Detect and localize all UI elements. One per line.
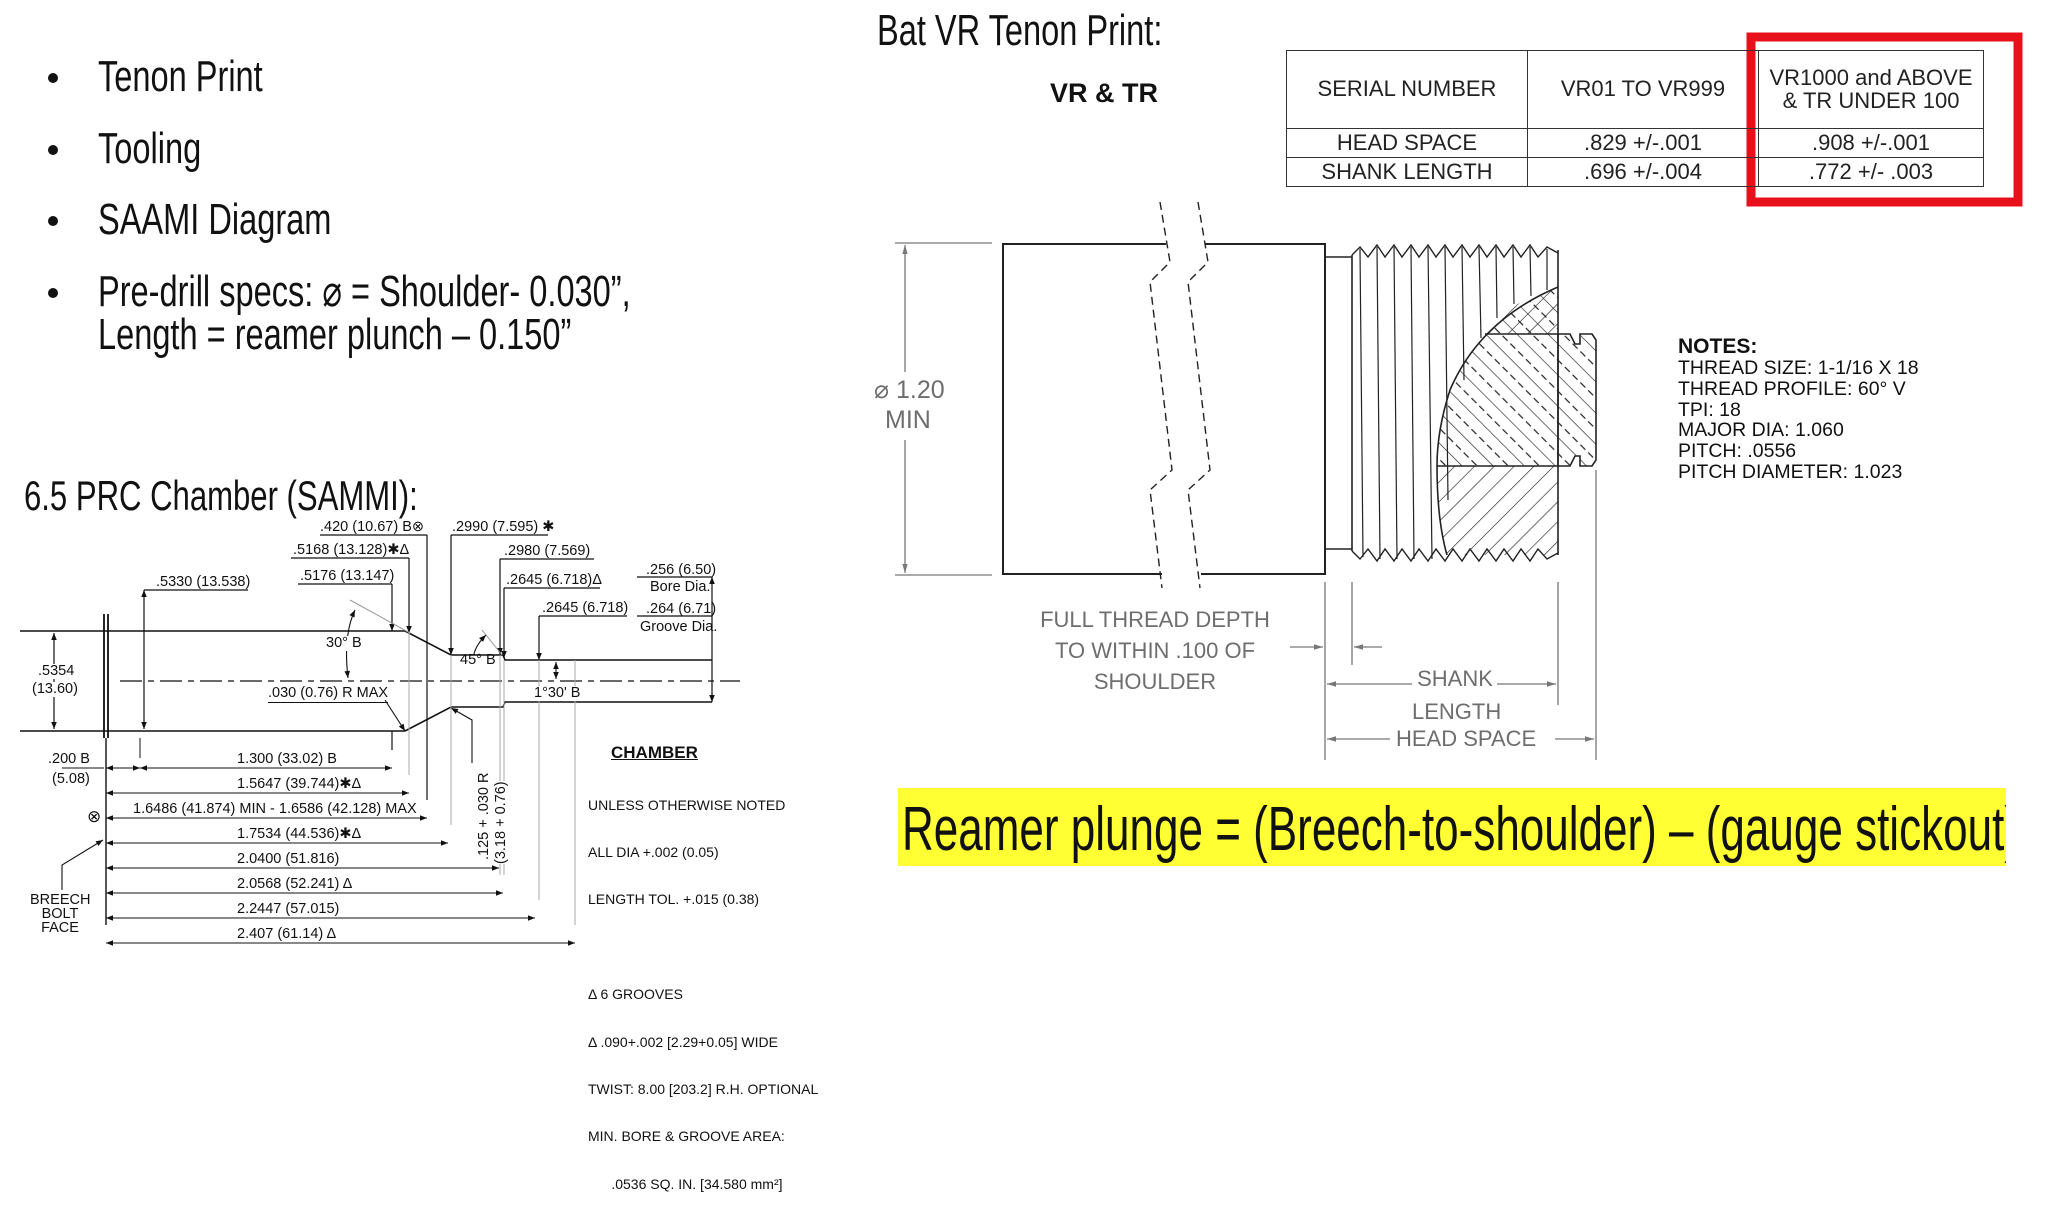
shank-length-dim: SHANK LENGTH [1412,662,1502,728]
bore-dia-value: .256 (6.50) [646,562,717,578]
note-line [588,940,818,956]
tenon-title: Bat VR Tenon Print: [877,6,1163,55]
dim-17534: 1.7534 (44.536)✱Δ [236,826,363,842]
note-line: ALL DIA +.002 (0.05) [588,843,719,860]
header-vr01-vr999: VR01 TO VR999 [1527,50,1759,129]
reamer-plunge-banner: Reamer plunge = (Breech-to-shoulder) – (… [898,788,2006,866]
angle-1-30: 1°30' B [534,685,581,701]
dim-20400: 2.0400 (51.816) [236,851,341,867]
header-vr1000: VR1000 and ABOVE & TR UNDER 100 [1758,50,1984,129]
note-line: FULL THREAD DEPTH [1040,607,1270,632]
callout-2980: .2980 (7.569) [504,543,591,559]
bullet-predrill-line1: Pre-drill specs: ⌀ = Shoulder- 0.030”, [98,267,631,316]
breech-line: BREECH [30,892,91,908]
cell: .829 +/-.001 [1527,128,1759,158]
label-line: LENGTH [1412,699,1502,724]
rim-metric: (5.08) [52,771,90,787]
bullet-dot [48,288,58,298]
throat-radius: .125 + .030 R [476,772,492,860]
radius-callout: .030 (0.76) R MAX [268,685,389,703]
tenon-drawing [895,201,1597,760]
chamber-title: 6.5 PRC Chamber (SAMMI): [24,472,418,519]
cell: .772 +/- .003 [1758,157,1984,187]
rim-value: .200 B [48,751,90,767]
bullet-tooling: Tooling [98,124,202,173]
bullet-tenon-print: Tenon Print [98,52,263,101]
angle-30: 30° B [326,635,362,651]
body-dia-metric: (13.60) [32,681,78,697]
thread-notes: THREAD SIZE: 1-1/16 X 18 THREAD PROFILE:… [1678,358,1919,483]
dim-22447: 2.2447 (57.015) [236,901,341,917]
dim-1300: 1.300 (33.02) B [236,751,338,767]
bore-dia-label: Bore Dia. [650,579,711,595]
datum-symbol: ⊗ [87,807,102,826]
cell: .908 +/-.001 [1758,128,1984,158]
row-label: HEAD SPACE [1286,128,1528,158]
groove-dia-label: Groove Dia. [640,619,718,635]
tenon-subtitle: VR & TR [1050,78,1158,108]
angle-45: 45° B [460,652,496,668]
cell: .696 +/-.004 [1527,157,1759,187]
callout-2990: .2990 (7.595) ✱ [452,519,555,535]
callout-420: .420 (10.67) B⊗ [320,519,425,535]
callout-2645: .2645 (6.718) [542,600,629,616]
dim-15647: 1.5647 (39.744)✱Δ [236,776,363,792]
thread-depth-note: FULL THREAD DEPTH TO WITHIN .100 OF SHOU… [1030,604,1280,697]
note-line: THREAD SIZE: 1-1/16 X 18 [1678,357,1919,379]
note-line: TWIST: 8.00 [203.2] R.H. OPTIONAL [588,1080,819,1097]
bullet-dot [48,145,58,155]
dim-16486: 1.6486 (41.874) MIN - 1.6586 (42.128) MA… [132,801,418,817]
note-line: TPI: 18 [1678,398,1741,421]
note-line: UNLESS OTHERWISE NOTED [588,796,786,813]
note-line: PITCH: .0556 [1678,440,1797,463]
chamber-drawing [20,534,740,946]
note-line: TO WITHIN .100 OF [1054,638,1256,663]
notes-title: NOTES: [1678,335,1758,358]
note-line: THREAD PROFILE: 60° V [1678,377,1906,400]
label-line: SHANK [1417,666,1493,691]
body-dia-value: .5354 [38,663,75,679]
callout-2645-groove: .2645 (6.718)Δ [506,572,602,588]
callout-5176: .5176 (13.147) [300,568,395,584]
bullet-saami-diagram: SAAMI Diagram [98,195,332,244]
dim-20568: 2.0568 (52.241) Δ [236,876,354,892]
breech-line: FACE [41,920,79,936]
note-line: SHOULDER [1093,669,1217,694]
bullet-dot [48,216,58,226]
table-header-row: SERIAL NUMBER VR01 TO VR999 VR1000 and A… [1286,50,1984,129]
banner-text: Reamer plunge = (Breech-to-shoulder) – (… [902,795,2006,864]
note-line: PITCH DIAMETER: 1.023 [1678,460,1903,483]
row-label: SHANK LENGTH [1286,157,1528,187]
header-serial-number: SERIAL NUMBER [1286,50,1528,129]
callout-5168: .5168 (13.128)✱Δ [293,542,410,558]
bullet-predrill-line2: Length = reamer plunch – 0.150” [98,310,572,359]
diameter-min: MIN [885,406,931,434]
chamber-notes: UNLESS OTHERWISE NOTED ALL DIA +.002 (0.… [588,766,818,1224]
breech-line: BOLT [41,906,79,922]
throat-radius-metric: (3.18 + 0.76) [493,781,509,864]
note-line: Δ .090+.002 [2.29+0.05] WIDE [588,1033,778,1050]
dim-2407: 2.407 (61.14) Δ [236,926,338,942]
chamber-notes-title: CHAMBER [611,743,698,762]
callout-5330: .5330 (13.538) [156,574,251,590]
table-row: HEAD SPACE .829 +/-.001 .908 +/-.001 [1286,128,1984,158]
diameter-dim: ⌀ 1.20 [874,376,945,404]
groove-dia-value: .264 (6.71) [646,601,717,617]
table-row: SHANK LENGTH .696 +/-.004 .772 +/- .003 [1286,157,1984,187]
breech-bolt-face-label: BREECH BOLT FACE [30,892,91,936]
note-line: MAJOR DIA: 1.060 [1678,419,1844,442]
bullet-dot [48,73,58,83]
note-line: .0536 SQ. IN. [34.580 mm²] [588,1175,783,1192]
note-line: Δ 6 GROOVES [588,986,683,1003]
note-line: MIN. BORE & GROOVE AREA: [588,1128,785,1145]
head-space-dim: HEAD SPACE [1396,726,1537,751]
note-line: LENGTH TOL. +.015 (0.38) [588,891,760,908]
serial-spec-table: SERIAL NUMBER VR01 TO VR999 VR1000 and A… [1286,50,1984,187]
